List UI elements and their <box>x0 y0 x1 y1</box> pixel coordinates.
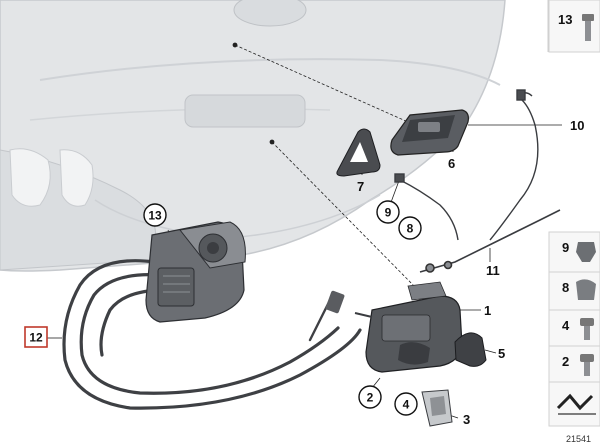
callout-11: 11 <box>486 263 500 278</box>
callout-4: 4 <box>403 398 410 412</box>
callout-5: 5 <box>498 346 505 361</box>
side-item-label: 13 <box>558 12 572 27</box>
callout-8: 8 <box>407 222 414 236</box>
part-13-actuator <box>145 221 246 323</box>
side-item-label: 9 <box>562 240 569 255</box>
callout-12-box: 12 <box>24 326 48 348</box>
callout-10: 10 <box>570 118 584 133</box>
callouts: 13 12 9 8 2 4 10 6 7 11 1 <box>24 12 591 444</box>
part-6-handle-switch <box>390 109 469 156</box>
part-1-lock <box>354 281 463 373</box>
callout-9-circle: 9 <box>376 200 400 224</box>
side-panel <box>547 0 600 427</box>
callout-9: 9 <box>385 206 392 220</box>
callout-2: 2 <box>367 391 374 405</box>
side-item-label: 2 <box>562 354 569 369</box>
part-5-cover <box>454 332 487 367</box>
part-12-cable <box>62 259 362 410</box>
gasket-icon <box>556 393 596 415</box>
bolt-icon <box>580 318 594 340</box>
callout-4-circle: 4 <box>394 392 418 416</box>
callout-8-circle: 8 <box>398 216 422 240</box>
side-item-label: 8 <box>562 280 569 295</box>
callout-13: 13 <box>148 209 162 223</box>
callout-2-circle: 2 <box>358 385 382 409</box>
part-11-rod <box>419 209 561 273</box>
side-item-label: 4 <box>562 318 570 333</box>
part-10-wire <box>394 89 539 241</box>
callout-3: 3 <box>463 412 470 427</box>
cable-connector <box>325 290 345 314</box>
part-7-bracket <box>336 128 381 177</box>
tailgate-body <box>0 0 506 272</box>
callout-7: 7 <box>357 179 364 194</box>
part-3-striker <box>421 389 453 427</box>
callout-12: 12 <box>29 331 43 345</box>
bolt-icon <box>580 354 594 376</box>
callout-6: 6 <box>448 156 455 171</box>
screw-icon <box>582 14 594 41</box>
callout-13-circle: 13 <box>143 203 167 227</box>
clip-icon <box>576 242 596 262</box>
clamp-icon <box>576 279 596 300</box>
diagram-number: 21541 <box>566 434 591 444</box>
callout-1: 1 <box>484 303 491 318</box>
